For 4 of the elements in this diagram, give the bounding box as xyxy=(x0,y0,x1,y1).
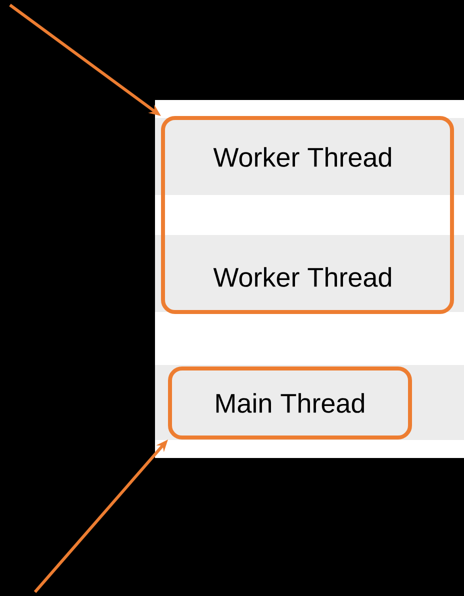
thread-label: Worker Thread xyxy=(213,147,392,167)
group-box xyxy=(161,116,454,314)
thread-box: Main Thread xyxy=(168,366,412,440)
thread-label: Worker Thread xyxy=(213,267,392,287)
